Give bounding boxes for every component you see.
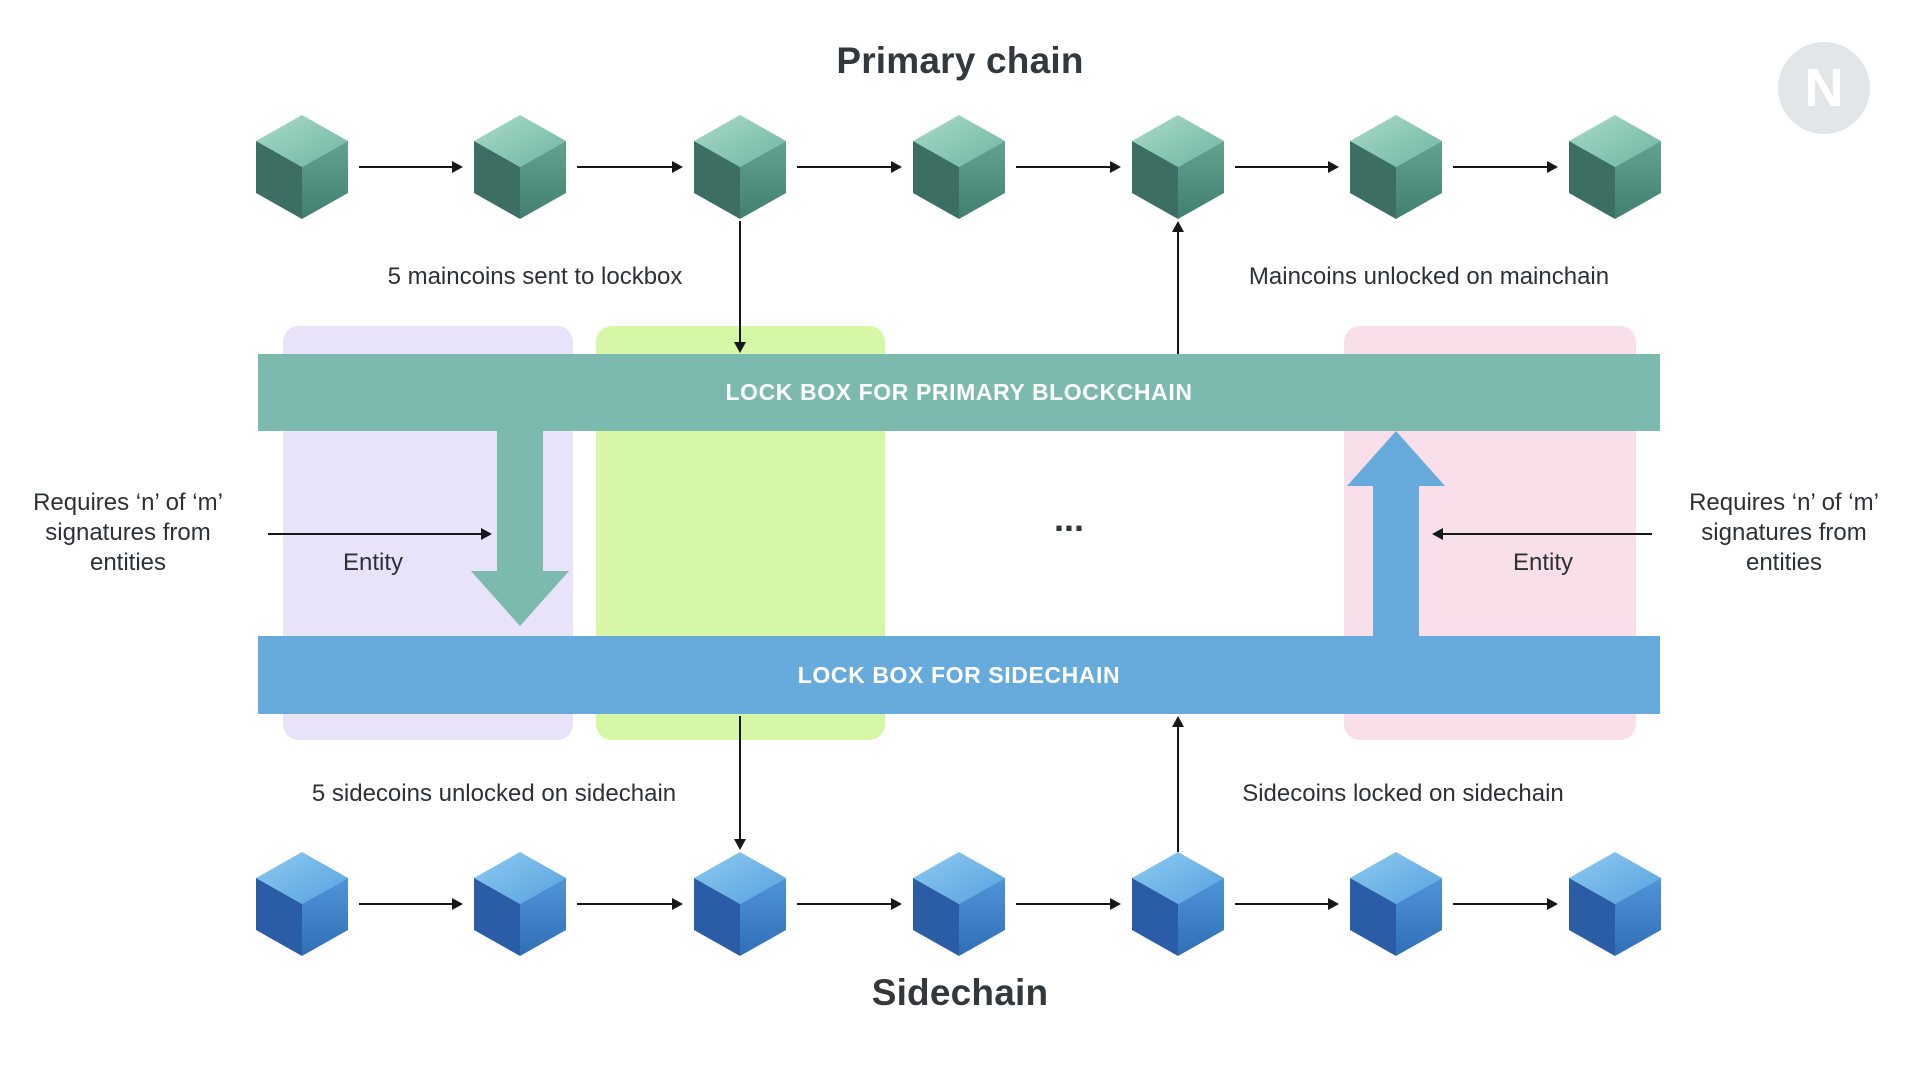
block-cube-icon: [474, 115, 566, 219]
p-block: [694, 115, 786, 219]
lockbox-primary-label: LOCK BOX FOR PRIMARY BLOCKCHAIN: [725, 379, 1193, 405]
s-block: [1132, 852, 1224, 956]
block-cube-icon: [694, 115, 786, 219]
block-cube-icon: [913, 115, 1005, 219]
chain-link-arrow: [797, 161, 902, 173]
block-cube-icon: [1569, 852, 1661, 956]
chain-link-arrow: [359, 161, 463, 173]
chain-link-arrow: [1016, 161, 1121, 173]
more-entities-ellipsis: ...: [1053, 498, 1084, 539]
s-block: [474, 852, 566, 956]
chain-link-arrow: [1453, 161, 1558, 173]
p-block: [1132, 115, 1224, 219]
sidecoins-lock-arrow: [1172, 716, 1184, 852]
s-block: [1569, 852, 1661, 956]
block-cube-icon: [1350, 115, 1442, 219]
block-cube-icon: [694, 852, 786, 956]
chain-link-arrow: [577, 898, 683, 910]
chain-link-arrow: [1235, 898, 1339, 910]
brand-logo-letter: N: [1804, 58, 1844, 118]
block-cube-icon: [1132, 115, 1224, 219]
entity-left-label: Entity: [342, 549, 404, 576]
chain-link-arrow: [797, 898, 902, 910]
peg-up-arrow-icon: [1347, 431, 1445, 636]
brand-logo: N: [1778, 42, 1870, 134]
peg-down-arrow-icon: [471, 431, 569, 626]
block-cube-icon: [256, 115, 348, 219]
chain-link-arrow: [1016, 898, 1121, 910]
block-cube-icon: [256, 852, 348, 956]
lockbox-sidechain-label: LOCK BOX FOR SIDECHAIN: [797, 661, 1121, 688]
sidecoins-unlock-arrow: [734, 716, 746, 850]
chain-link-arrow: [359, 898, 463, 910]
requires-right-arrow: [1432, 528, 1652, 540]
requires-signatures-right-label: Requires ‘n’ of ‘m’ signatures from enti…: [1689, 489, 1879, 576]
chain-link-arrow: [1453, 898, 1558, 910]
maincoins-unlocked-label: Maincoins unlocked on mainchain: [1248, 263, 1610, 290]
s-block: [256, 852, 348, 956]
lockbox-primary-band: LOCK BOX FOR PRIMARY BLOCKCHAIN: [258, 354, 1660, 431]
s-block: [1350, 852, 1442, 956]
maincoins-sent-label: 5 maincoins sent to lockbox: [387, 263, 683, 290]
primary-chain-title: Primary chain: [836, 40, 1084, 81]
p-block: [1350, 115, 1442, 219]
block-cube-icon: [913, 852, 1005, 956]
block-cube-icon: [1350, 852, 1442, 956]
p-block: [913, 115, 1005, 219]
maincoins-unlock-arrow: [1172, 221, 1184, 354]
block-cube-icon: [1569, 115, 1661, 219]
s-block: [913, 852, 1005, 956]
maincoins-to-lockbox-arrow: [734, 221, 746, 353]
sidecoins-locked-label: Sidecoins locked on sidechain: [1242, 780, 1564, 807]
block-cube-icon: [474, 852, 566, 956]
chain-link-arrow: [1235, 161, 1339, 173]
requires-left-arrow: [268, 528, 492, 540]
p-block: [1569, 115, 1661, 219]
chain-link-arrow: [577, 161, 683, 173]
block-cube-icon: [1132, 852, 1224, 956]
sidechain-title: Sidechain: [871, 972, 1049, 1013]
s-block: [694, 852, 786, 956]
requires-signatures-left-label: Requires ‘n’ of ‘m’ signatures from enti…: [33, 489, 223, 576]
p-block: [474, 115, 566, 219]
sidecoins-unlocked-label: 5 sidecoins unlocked on sidechain: [311, 780, 677, 807]
p-block: [256, 115, 348, 219]
lockbox-sidechain-band: LOCK BOX FOR SIDECHAIN: [258, 636, 1660, 714]
entity-right-label: Entity: [1512, 549, 1574, 576]
